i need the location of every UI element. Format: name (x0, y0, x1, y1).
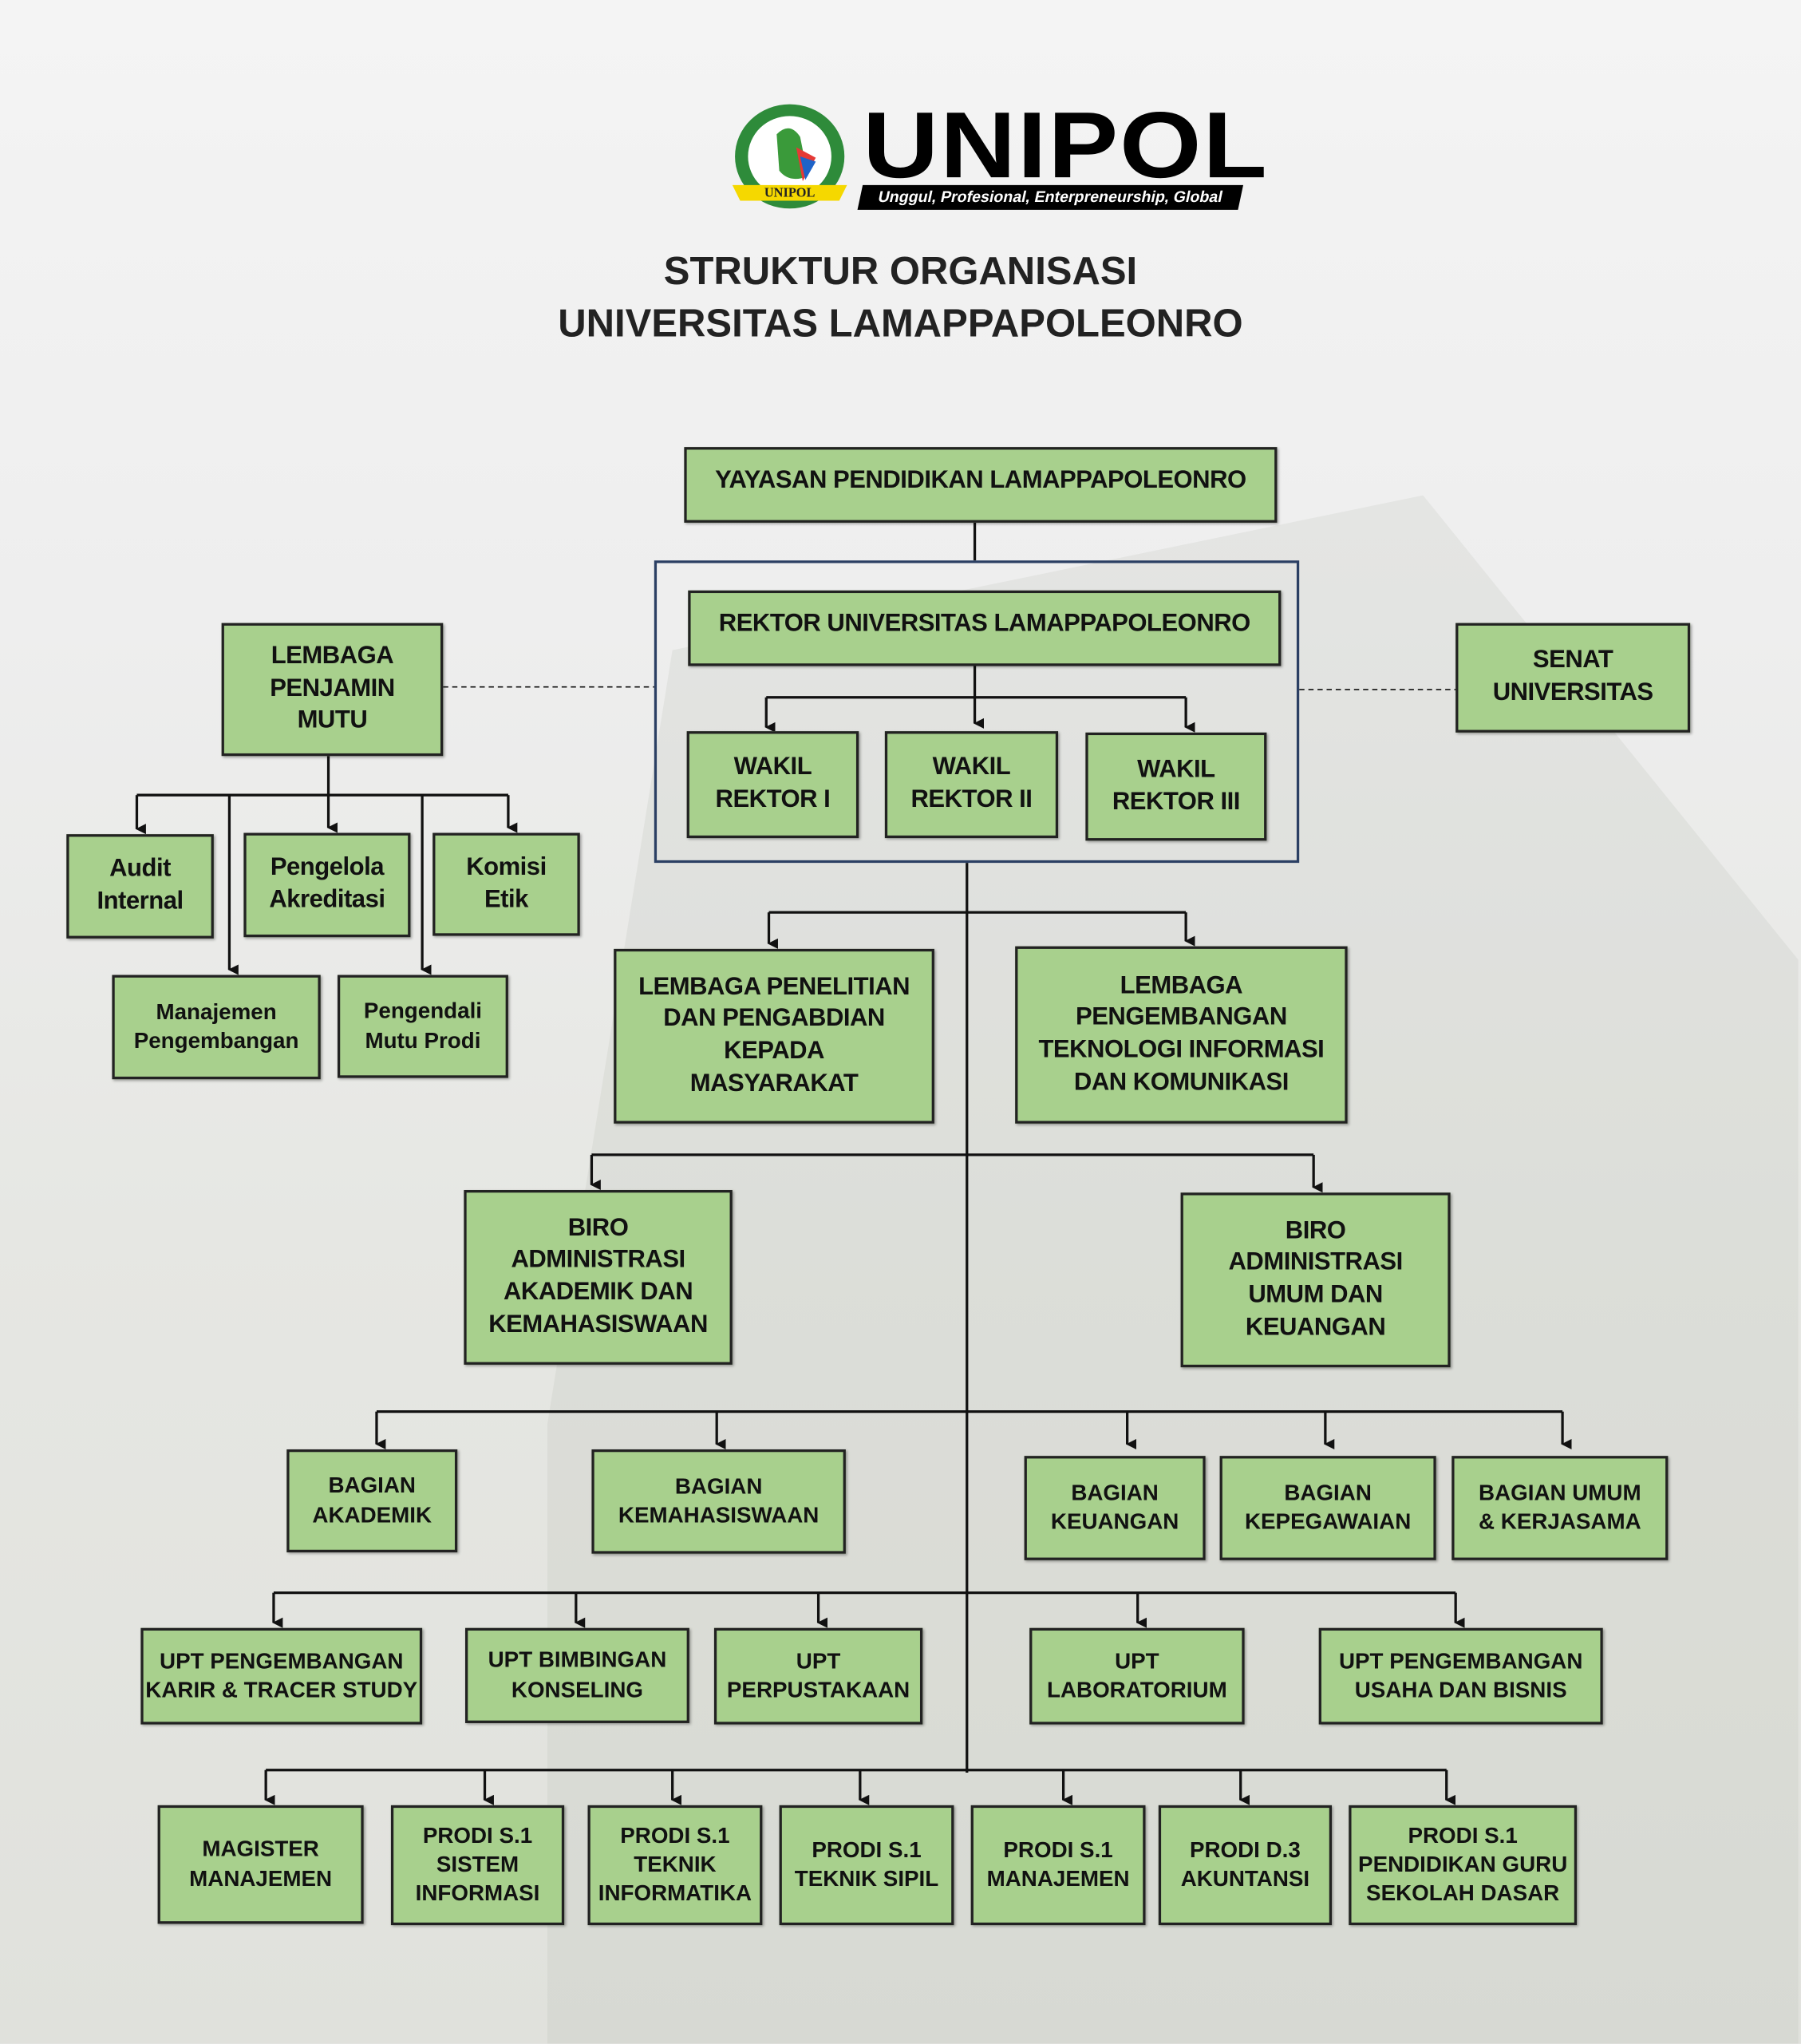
page-title-line2: UNIVERSITAS LAMAPPAPOLEONRO (558, 302, 1243, 346)
node-audit-internal: Audit Internal (66, 834, 214, 939)
node-wakil-rektor-1: WAKIL REKTOR I (686, 731, 859, 839)
node-rektor: REKTOR UNIVERSITAS LAMAPPAPOLEONRO (688, 590, 1282, 666)
node-komisi-etik: Komisi Etik (432, 832, 580, 936)
node-prodi-pgsd: PRODI S.1 PENDIDIKAN GURU SEKOLAH DASAR (1349, 1805, 1578, 1926)
node-wakil-rektor-3: WAKIL REKTOR III (1085, 732, 1267, 841)
node-yayasan: YAYASAN PENDIDIKAN LAMAPPAPOLEONRO (684, 447, 1278, 523)
node-bagian-umum-kerjasama: BAGIAN UMUM & KERJASAMA (1451, 1456, 1669, 1560)
university-emblem-logo: UNIPOL (732, 104, 847, 209)
node-prodi-teknik-informatika: PRODI S.1 TEKNIK INFORMATIKA (587, 1805, 763, 1926)
svg-text:UNIPOL: UNIPOL (764, 185, 816, 200)
node-manajemen-pengembangan: Manajemen Pengembangan (112, 975, 321, 1080)
node-wakil-rektor-2: WAKIL REKTOR II (884, 731, 1059, 839)
rectorate-frame (654, 560, 1300, 864)
node-prodi-teknik-sipil: PRODI S.1 TEKNIK SIPIL (779, 1805, 954, 1926)
node-upt-bimbingan-konseling: UPT BIMBINGAN KONSELING (465, 1627, 689, 1723)
node-magister-manajemen: MAGISTER MANAJEMEN (157, 1805, 364, 1924)
node-upt-laboratorium: UPT LABORATORIUM (1029, 1627, 1245, 1725)
node-lembaga-penjamin-mutu: LEMBAGA PENJAMIN MUTU (221, 623, 444, 757)
node-prodi-manajemen: PRODI S.1 MANAJEMEN (970, 1805, 1146, 1926)
node-biro-umum-keuangan: BIRO ADMINISTRASI UMUM DAN KEUANGAN (1180, 1192, 1451, 1368)
node-pengelola-akreditasi: Pengelola Akreditasi (243, 832, 411, 938)
node-upt-perpustakaan: UPT PERPUSTAKAAN (713, 1627, 923, 1725)
node-bagian-kemahasiswaan: BAGIAN KEMAHASISWAAN (591, 1449, 846, 1554)
logo-wordmark: UNIPOL (863, 93, 1269, 199)
node-upt-usaha-bisnis: UPT PENGEMBANGAN USAHA DAN BISNIS (1318, 1627, 1603, 1725)
node-lptik: LEMBAGA PENGEMBANGAN TEKNOLOGI INFORMASI… (1015, 946, 1348, 1124)
node-bagian-akademik: BAGIAN AKADEMIK (286, 1449, 458, 1553)
node-lppm: LEMBAGA PENELITIAN DAN PENGABDIAN KEPADA… (614, 948, 934, 1124)
node-biro-akademik-kemahasiswaan: BIRO ADMINISTRASI AKADEMIK DAN KEMAHASIS… (464, 1190, 733, 1365)
node-prodi-sistem-informasi: PRODI S.1 SISTEM INFORMASI (390, 1805, 565, 1926)
node-pengendali-mutu-prodi: Pengendali Mutu Prodi (337, 975, 508, 1078)
node-bagian-keuangan: BAGIAN KEUANGAN (1024, 1456, 1206, 1560)
node-prodi-akuntansi: PRODI D.3 AKUNTANSI (1158, 1805, 1333, 1926)
node-upt-karir-tracer: UPT PENGEMBANGAN KARIR & TRACER STUDY (140, 1627, 423, 1725)
page-title-line1: STRUKTUR ORGANISASI (663, 250, 1138, 294)
node-bagian-kepegawaian: BAGIAN KEPEGAWAIAN (1219, 1456, 1436, 1560)
node-senat-universitas: SENAT UNIVERSITAS (1455, 623, 1691, 733)
